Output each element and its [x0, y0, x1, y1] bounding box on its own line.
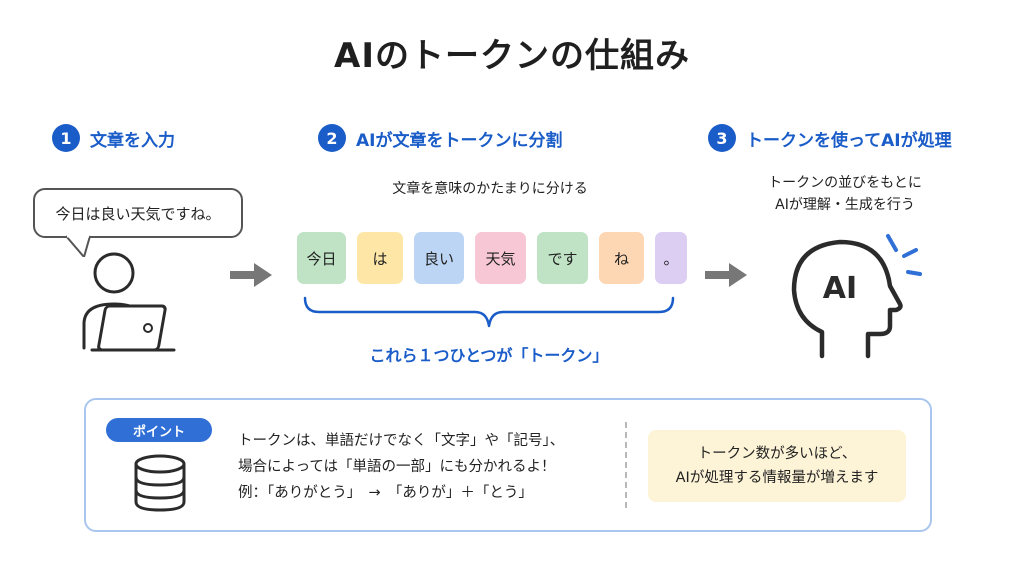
page-title: AIのトークンの仕組み [334, 36, 690, 76]
step-1-number: 1 [52, 124, 80, 152]
database-icon [134, 454, 186, 512]
panel-divider [625, 422, 627, 508]
ai-head-label: AI [823, 271, 857, 306]
token-row: 今日 は 良い 天気 です ね 。 [297, 232, 687, 284]
arrow-right-icon [705, 263, 747, 287]
token-count-note: トークン数が多いほど、 AIが処理する情報量が増えます [648, 430, 906, 502]
point-line3: 例：「ありがとう」 → 「ありが」＋「とう」 [238, 485, 533, 501]
step-3-number: 3 [708, 124, 736, 152]
point-line1: トークンは、単語だけでなく「文字」や「記号」、 [238, 433, 565, 449]
token-text: 。 [663, 249, 679, 268]
input-sentence: 今日は良い天気ですね。 [55, 204, 221, 223]
token-chip: は [357, 232, 403, 284]
token-text: 良い [423, 249, 454, 268]
token-text: は [372, 249, 388, 268]
curly-brace [303, 296, 675, 328]
step-3-label: トークンを使ってAIが処理 [746, 130, 952, 151]
person-with-laptop-icon [82, 252, 176, 352]
step-2-number: 2 [318, 124, 346, 152]
token-chip: 。 [655, 232, 687, 284]
token-chip: です [537, 232, 588, 284]
token-text: です [547, 249, 578, 268]
point-explanation: トークンは、単語だけでなく「文字」や「記号」、 場合によっては「単語の一部」にも… [238, 428, 564, 506]
brace-caption: これら１つひとつが「トークン」 [369, 346, 609, 365]
point-badge: ポイント [106, 418, 212, 442]
step-3-header: 3 トークンを使ってAIが処理 [708, 124, 952, 152]
step-1-label: 文章を入力 [90, 130, 175, 151]
note-line1: トークン数が多いほど、 [697, 446, 857, 462]
note-line2: AIが処理する情報量が増えます [675, 470, 879, 486]
step-2-label: AIが文章をトークンに分割 [356, 130, 563, 151]
token-chip: 今日 [297, 232, 346, 284]
arrow-right-icon [230, 263, 272, 287]
token-chip: 良い [414, 232, 464, 284]
process-caption: トークンの並びをもとに AIが理解・生成を行う [730, 172, 960, 216]
token-chip: 天気 [475, 232, 526, 284]
bubble-tail [65, 235, 91, 257]
ai-head-icon: AI [791, 234, 922, 359]
step-1-header: 1 文章を入力 [52, 124, 175, 152]
token-text: 天気 [485, 249, 516, 268]
step-2-header: 2 AIが文章をトークンに分割 [318, 124, 562, 152]
process-caption-line2: AIが理解・生成を行う [775, 197, 915, 213]
input-speech-bubble: 今日は良い天気ですね。 [33, 188, 243, 238]
token-chip: ね [599, 232, 644, 284]
split-caption: 文章を意味のかたまりに分ける [392, 181, 588, 197]
process-caption-line1: トークンの並びをもとに [768, 175, 922, 191]
token-text: ね [613, 249, 629, 268]
token-text: 今日 [306, 249, 337, 268]
point-line2: 場合によっては「単語の一部」にも分かれるよ！ [238, 459, 556, 475]
